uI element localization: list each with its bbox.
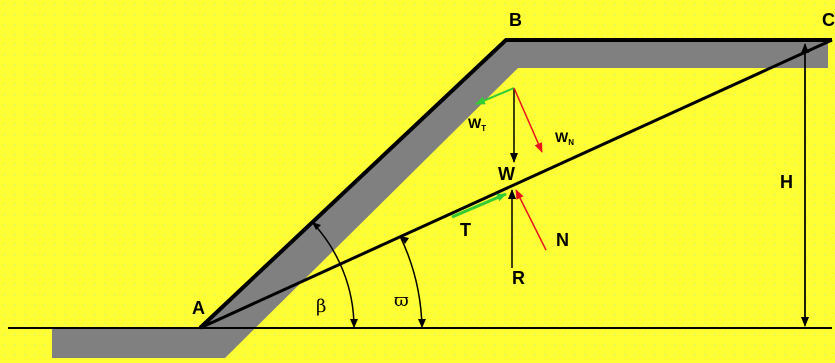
beta-arc [311,221,355,329]
omega-arc-arrowhead-base [418,319,426,328]
point-b-label: B [509,10,522,30]
omega-label: ϖ [394,290,409,311]
height-label: H [780,172,793,192]
weight-normal-label-main: W [555,129,569,145]
normal-force-label: N [556,230,569,250]
weight-tangential-label: WT [468,115,486,133]
weight-label: W [498,164,515,184]
beta-label: β [316,296,326,317]
weight-normal-arrow [513,87,543,153]
weight-tangential-label-main: W [468,115,482,131]
weight-tangential-arrow [475,87,515,105]
omega-arc-arrowhead [400,236,409,244]
weight-normal-label: WN [555,129,574,147]
beta-arc-arrowhead-base [350,319,358,328]
point-c-label: C [822,10,835,30]
slope-face-line [198,38,832,330]
shear-force-arrow [451,192,507,219]
point-a-label: A [192,298,205,318]
beta-arc-arrowhead [312,222,321,230]
failure-plane-line [199,38,833,330]
normal-force-arrow [515,189,547,251]
weight-tangential-label-sub: T [481,124,486,133]
weight-normal-label-sub: N [568,138,574,147]
reaction-label: R [512,268,525,288]
shear-force-label: T [460,220,471,240]
